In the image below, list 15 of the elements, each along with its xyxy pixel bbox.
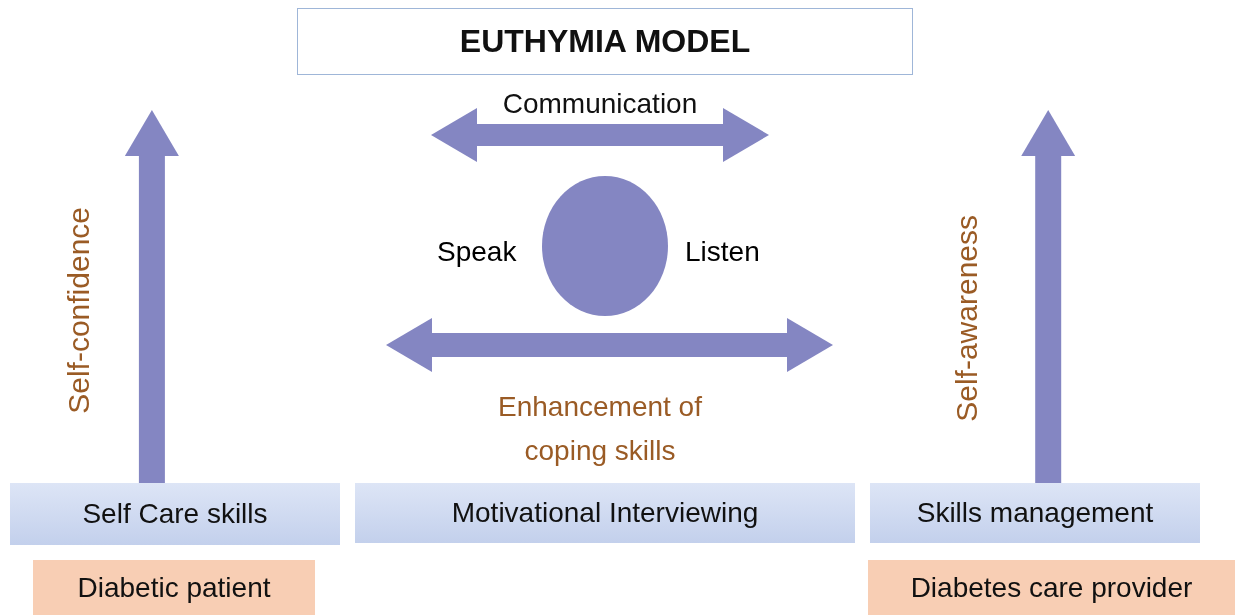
process-box: Self Care skills: [10, 483, 340, 545]
arrow: [124, 110, 179, 483]
edge-label: Self-confidence: [62, 206, 96, 414]
process-box: Skills management: [870, 483, 1200, 543]
side-label: Speak: [437, 236, 517, 268]
circle-node: [542, 176, 668, 316]
process-box: Motivational Interviewing: [355, 483, 855, 543]
edge-label: Self-awareness: [950, 214, 984, 422]
arrow: [1021, 110, 1076, 483]
role-box: Diabetes care provider: [868, 560, 1235, 615]
caption-text: Enhancement of coping skills: [497, 390, 703, 468]
role-box: Diabetic patient: [33, 560, 315, 615]
caption-text: Communication: [501, 87, 699, 121]
side-label: Listen: [685, 236, 760, 268]
title-box: EUTHYMIA MODEL: [297, 8, 913, 75]
